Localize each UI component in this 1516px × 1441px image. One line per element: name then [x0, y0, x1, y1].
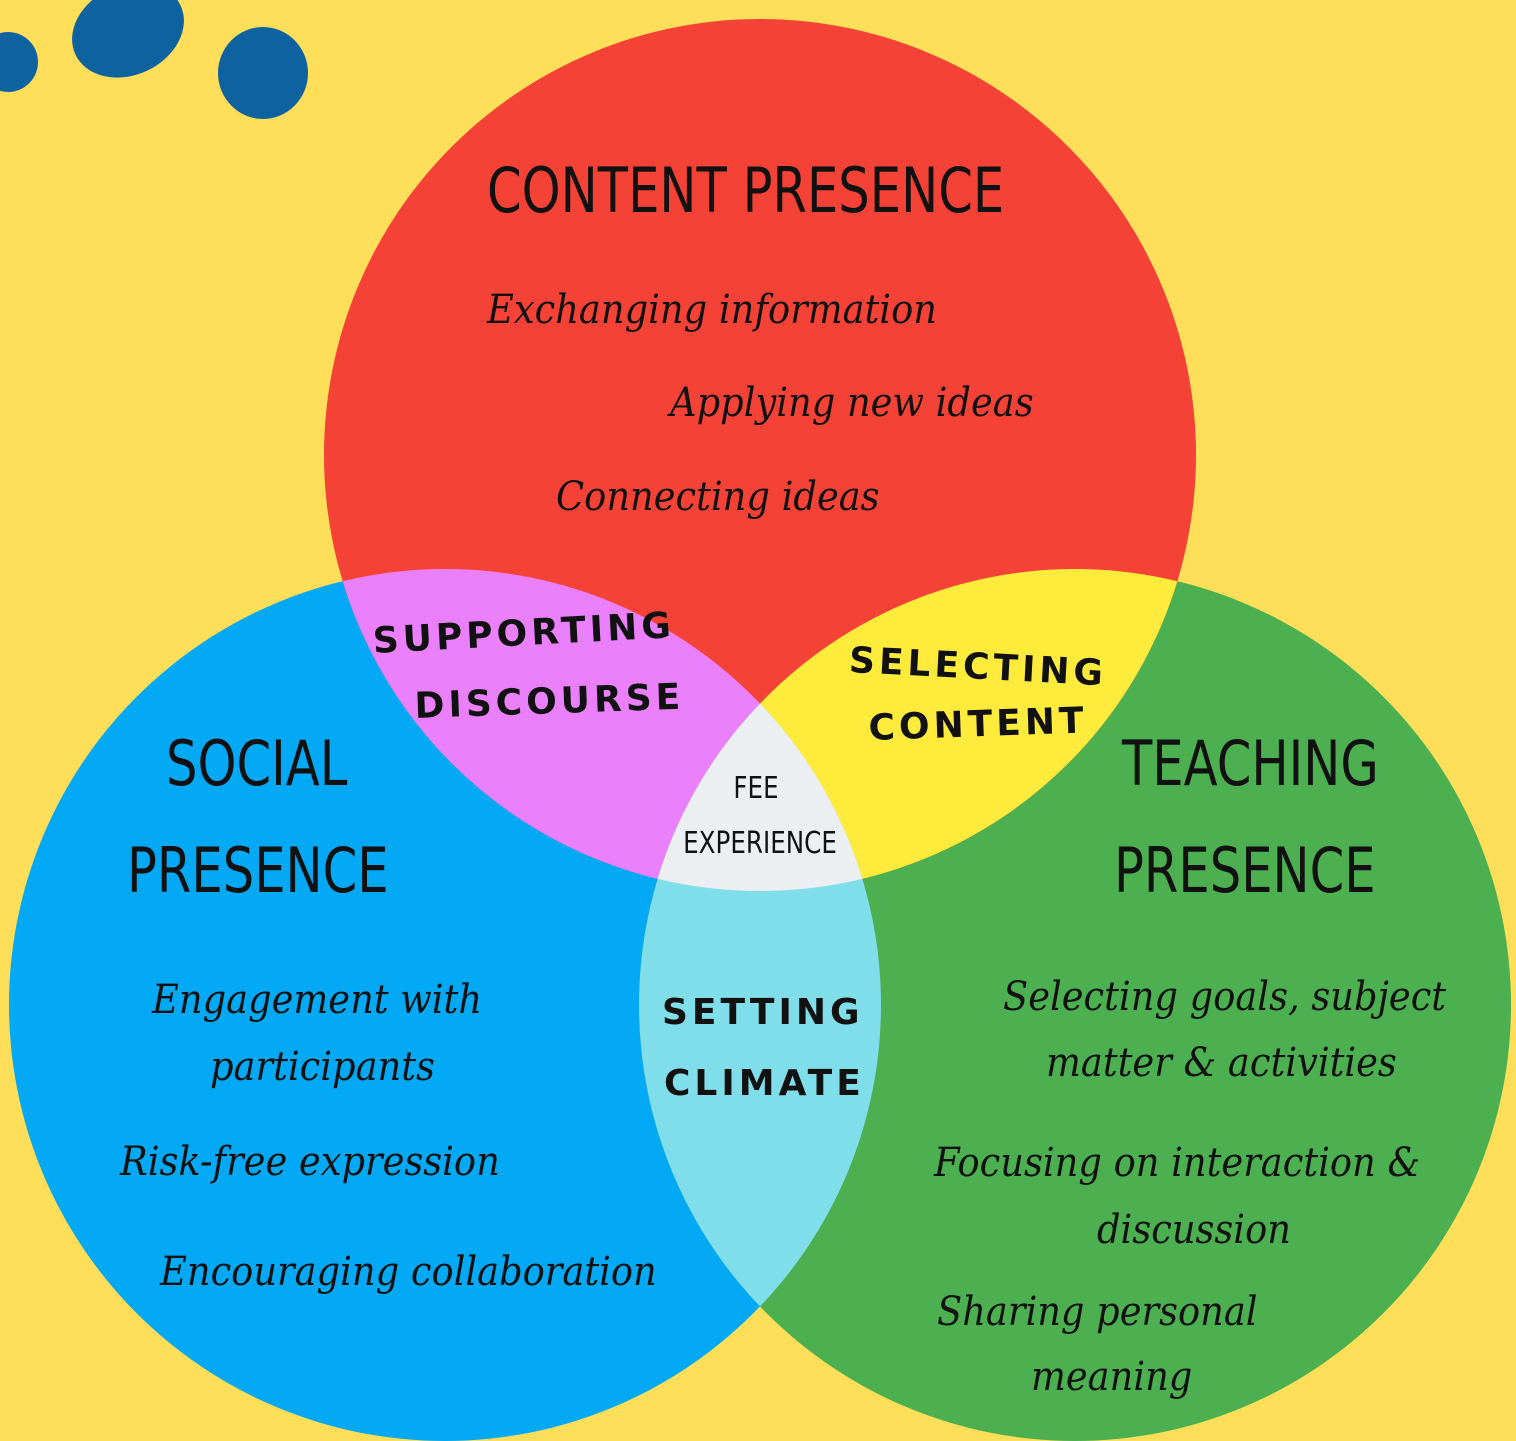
social-presence-title-line2: PRESENCE: [127, 834, 389, 907]
decorative-dot: [72, 0, 184, 78]
supporting-discourse-region: [324, 569, 881, 891]
social-item-collaboration: Encouraging collaboration: [160, 1249, 657, 1295]
decorative-dot: [218, 27, 308, 119]
teaching-presence-title-line2: PRESENCE: [1114, 834, 1376, 907]
setting-climate-line2: CLIMATE: [664, 1063, 865, 1104]
decorative-dot: [0, 32, 38, 92]
teaching-item-interaction-line1: Focusing on interaction &: [934, 1140, 1421, 1186]
center-label-line1: FEE: [733, 771, 779, 806]
social-item-engagement: Engagement with: [152, 977, 483, 1023]
social-presence-title-line1: SOCIAL: [166, 727, 348, 800]
selecting-content-region: [639, 569, 1196, 891]
setting-climate-line1: SETTING: [662, 992, 864, 1033]
center-label-line2: EXPERIENCE: [683, 826, 837, 861]
decorative-dots: [0, 0, 308, 119]
teaching-item-goals-line2: matter & activities: [1046, 1040, 1397, 1086]
content-item-applying: Applying new ideas: [670, 380, 1034, 426]
selecting-content-line2: CONTENT: [867, 700, 1089, 749]
content-item-exchanging: Exchanging information: [487, 287, 937, 333]
teaching-item-sharing-line1: Sharing personal: [937, 1289, 1258, 1335]
social-item-risk-free: Risk-free expression: [120, 1139, 500, 1185]
teaching-item-goals-line1: Selecting goals, subject: [1003, 974, 1447, 1020]
supporting-discourse-line2: DISCOURSE: [413, 676, 685, 727]
content-presence-title: CONTENT PRESENCE: [487, 154, 1005, 227]
teaching-item-interaction-line2: discussion: [1097, 1207, 1291, 1253]
teaching-item-sharing-line2: meaning: [1031, 1354, 1193, 1400]
content-item-connecting: Connecting ideas: [556, 474, 880, 520]
teaching-presence-title-line1: TEACHING: [1122, 727, 1379, 800]
social-item-participants: participants: [210, 1044, 435, 1090]
